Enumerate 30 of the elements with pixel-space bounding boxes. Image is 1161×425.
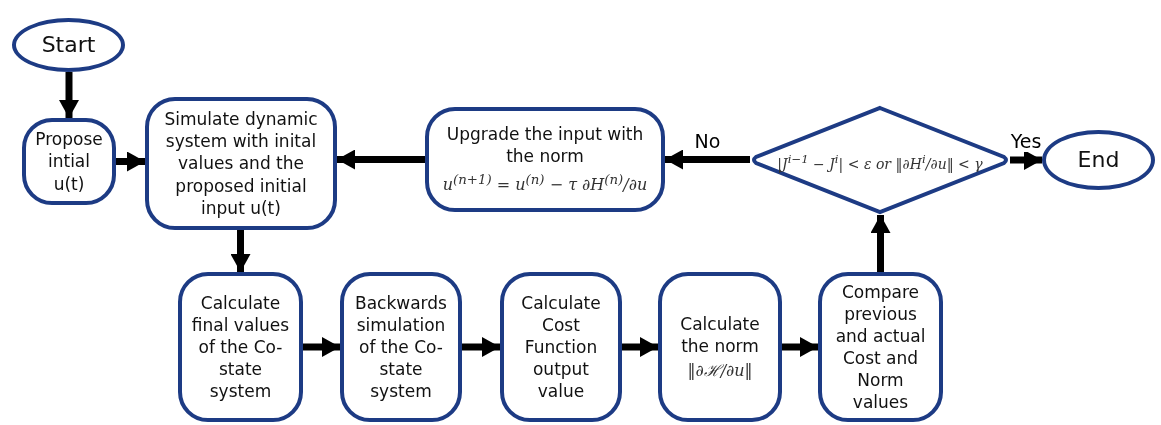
process-box	[658, 272, 782, 422]
node-text: Compare previous and actual Cost and Norm values	[834, 280, 927, 414]
arrow	[116, 151, 145, 172]
node-text: Simulate dynamic system with inital values and the proposed initial input u(t)	[163, 108, 319, 219]
formula: u$^{(n+1)}$ = u$^{(n)}$ − τ ∂H$^{(n)}$/∂u	[442, 171, 648, 197]
process-box	[178, 272, 303, 422]
node-text: Calculate final values of the Co-state system	[190, 291, 291, 403]
arrow	[462, 337, 500, 357]
arrow	[622, 337, 658, 357]
node-text: Start	[41, 30, 96, 59]
decision-diamond	[750, 105, 1010, 215]
node-text: Backwards simulation of the Co-state system	[354, 291, 448, 403]
process-box	[340, 272, 462, 422]
process-box	[425, 107, 665, 212]
arrow	[230, 230, 251, 272]
node-text: Upgrade the input with the norm	[445, 122, 645, 168]
formula: |J$^{i−1}$ − J$^{i}$| < ε or ‖∂H$^{i}$/∂u‖ < γ	[777, 151, 983, 173]
process-box	[500, 272, 622, 422]
arrow	[337, 149, 425, 170]
process-box	[145, 97, 337, 230]
node-text: Calculate Cost Function output value	[520, 291, 602, 403]
process-box	[818, 272, 943, 422]
node-text: End	[1077, 145, 1120, 174]
process-box	[22, 118, 116, 205]
arrow	[59, 72, 79, 118]
node-text: Calculate the norm	[679, 312, 761, 357]
arrow	[303, 337, 340, 357]
arrow	[782, 337, 818, 357]
node-text: Propose intial u(t)	[34, 128, 104, 195]
formula: ‖∂ℋ/∂u‖	[687, 360, 753, 382]
